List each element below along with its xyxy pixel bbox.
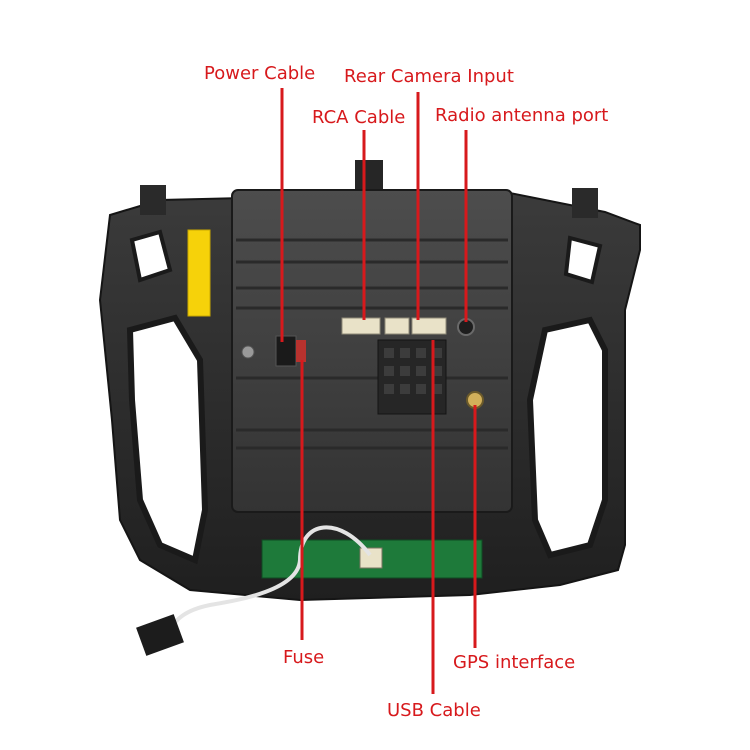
- harness-plug: [136, 614, 184, 656]
- top-connector-tab: [355, 160, 383, 194]
- power-connector: [275, 335, 297, 367]
- fuse-label: Fuse: [283, 647, 325, 668]
- right-vent-cutout: [526, 316, 608, 559]
- rear-camera-input-label: Rear Camera Input: [344, 66, 514, 87]
- callout-lines: [280, 88, 477, 694]
- aux-connector: [411, 317, 447, 335]
- right-mount-tab: [572, 188, 598, 218]
- left-vent-cutout: [126, 314, 209, 565]
- fuse-block: [296, 340, 306, 362]
- power-cable-label: Power Cable: [204, 63, 316, 84]
- wire-harness: [168, 525, 372, 631]
- radio-antenna-port-label: Radio antenna port: [435, 105, 609, 126]
- recess-grid: [384, 348, 442, 394]
- left-mount-tab: [140, 185, 166, 215]
- left-top-cutout: [129, 229, 173, 283]
- right-top-cutout: [563, 235, 603, 285]
- gps-interface-label: GPS interface: [453, 652, 576, 673]
- warning-sticker: [187, 229, 211, 317]
- head-unit-chassis: [231, 189, 513, 513]
- rear-camera-connector: [384, 317, 410, 335]
- usb-cable-label: USB Cable: [387, 700, 481, 721]
- pcb-connector: [359, 547, 383, 569]
- rca-connector-block: [341, 317, 381, 335]
- ground-screw: [241, 345, 255, 359]
- rca-cable-label: RCA Cable: [312, 107, 406, 128]
